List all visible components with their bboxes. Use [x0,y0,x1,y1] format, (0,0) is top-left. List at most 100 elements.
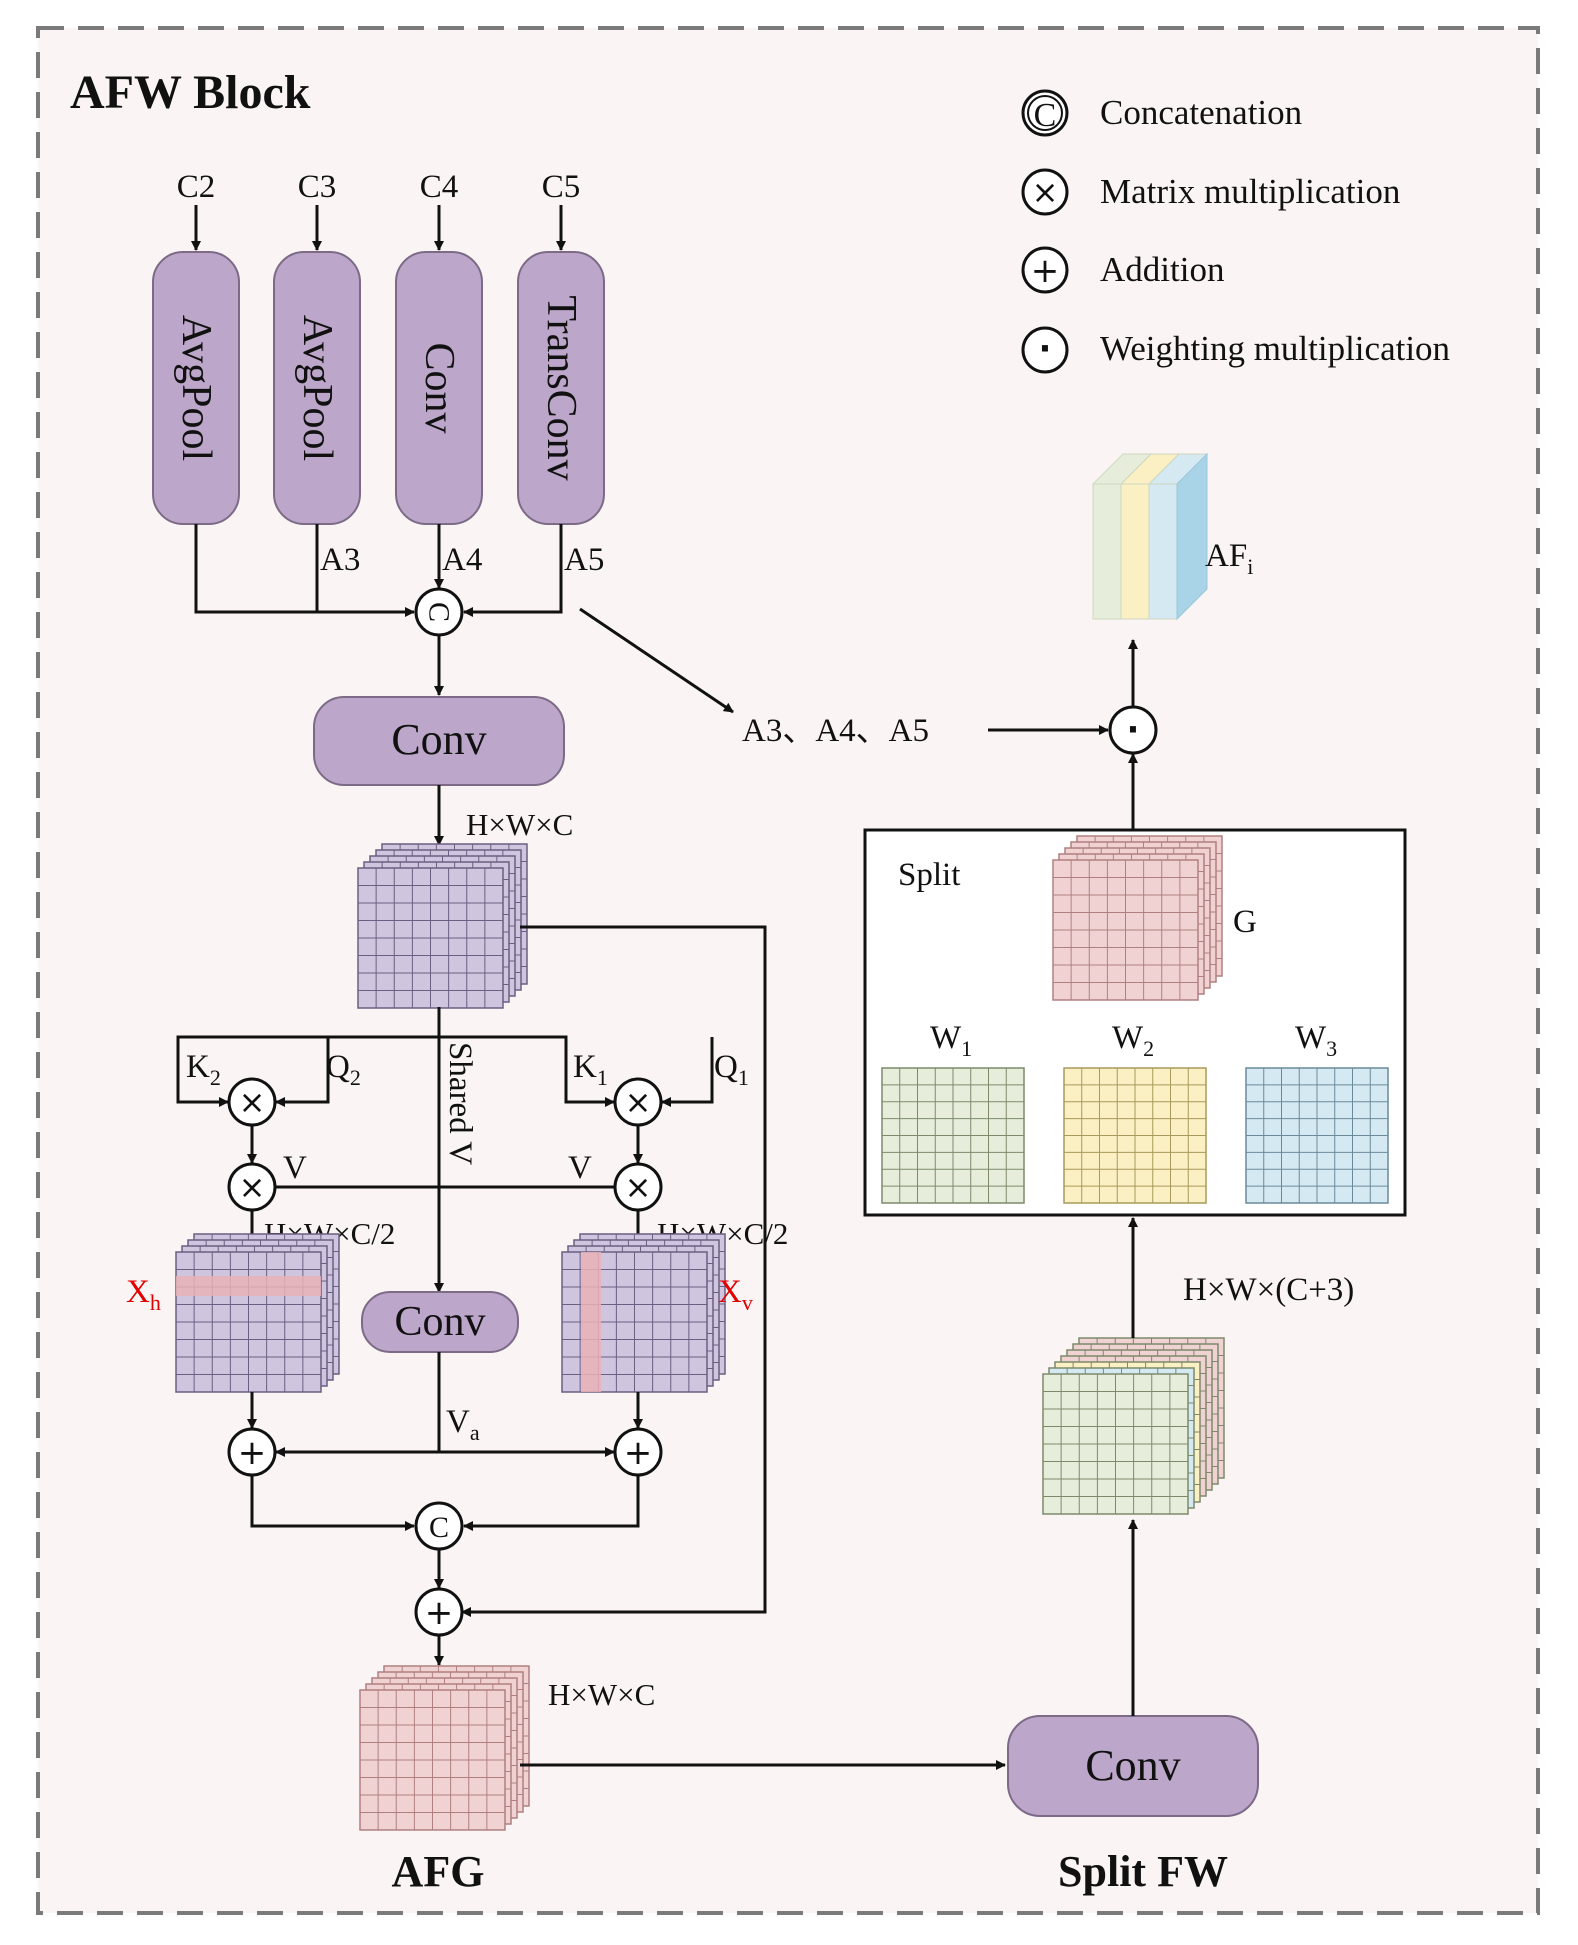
label-va: Va [446,1404,480,1445]
xv-highlight-col [581,1252,601,1392]
arrow [463,524,563,617]
label-v-left: V [283,1150,307,1186]
concat-symbol: C [423,602,456,622]
legend-label: Concatenation [1100,93,1302,132]
xh-highlight-row [176,1276,321,1296]
label-q1: Q1 [714,1049,749,1090]
concat-symbol: C [429,1511,449,1544]
w1-grid [881,1067,1025,1204]
legend-concatenation: C Concatenation [1021,89,1302,137]
slab-side [1176,452,1208,621]
arrow [463,1475,640,1531]
input-branches: C2 C3 C4 C5 AvgPool AvgPool Conv TransCo… [152,169,605,696]
diagram-title: AFW Block [70,66,311,119]
legend: C Concatenation × Matrix multiplication … [1021,89,1450,374]
arrow [250,1475,415,1531]
branch-output-a5: A5 [564,542,604,578]
branch-output-a4: A4 [442,542,482,578]
output-afi-icon [1091,452,1209,621]
mult-symbol: × [239,1168,266,1206]
legend-symbol: × [1032,173,1059,211]
matrix-multiplication-icon [1021,168,1069,216]
weight-symbol: · [1127,710,1140,750]
feature-layer [1042,1373,1189,1515]
section-label-afg: AFG [392,1847,485,1896]
split-title: Split [898,857,960,893]
label-w1: W1 [930,1020,972,1061]
arrow [439,1035,615,1107]
label-k1: K1 [573,1049,608,1090]
feature-map-g [1052,835,1223,1001]
slab-front [1120,483,1150,620]
legend-symbol: · [1039,329,1052,369]
dim-hwc: H×W×C [466,807,573,842]
legend-symbol: C [1034,97,1057,134]
label-w3: W3 [1295,1020,1337,1061]
w2-grid [1063,1067,1207,1204]
label-q2: Q2 [326,1049,361,1090]
dim-hwc3: H×W×(C+3) [1183,1272,1354,1308]
arrow [275,1037,330,1107]
legend-label: Weighting multiplication [1100,329,1450,368]
branch-label: Conv [416,342,462,433]
arrow [176,1035,439,1107]
label-w2: W2 [1112,1020,1154,1061]
label-v-right: V [568,1150,592,1186]
feature-layer [359,1689,506,1831]
legend-matrix-multiplication: × Matrix multiplication [1021,168,1400,216]
add-symbol: + [624,1433,653,1473]
input-c3: C3 [298,169,337,205]
addition-icon [1021,246,1069,294]
add-symbol: + [425,1593,454,1633]
label-g: G [1233,904,1257,940]
concatenation-icon-inner [1027,95,1063,131]
feature-layer [1052,859,1199,1001]
feature-map-xv [561,1233,726,1393]
weight-map-w3 [1245,1067,1389,1204]
arrow [579,607,734,714]
branch-output-a3: A3 [320,542,360,578]
feature-map-hwc [357,843,528,1009]
arrow [661,1037,714,1107]
branch-label: TransConv [538,295,584,480]
feature-map-hwc3 [1042,1337,1225,1515]
branch-label: AvgPool [173,315,219,461]
slab-front [1092,483,1122,620]
legend-label: Addition [1100,250,1224,289]
label-xv: Xv [718,1274,753,1315]
feature-layer [357,867,504,1009]
concatenation-icon [1021,89,1069,137]
section-label-split-fw: Split FW [1058,1847,1228,1896]
mult-symbol: × [625,1083,652,1121]
add-symbol: + [238,1433,267,1473]
slab-front [1148,483,1178,620]
label-afi: AFi [1205,538,1253,579]
input-c2: C2 [177,169,216,205]
conv-label: Conv [394,1299,485,1345]
feature-map-afg [359,1665,530,1831]
conv-label: Conv [391,715,486,764]
legend-label: Matrix multiplication [1100,172,1400,211]
feature-layer [175,1251,322,1393]
mult-symbol: × [625,1168,652,1206]
conv-label: Conv [1085,1741,1180,1790]
branch-label: AvgPool [294,315,340,461]
dim-hwc-afg: H×W×C [548,1677,655,1712]
legend-addition: + Addition [1021,246,1224,294]
w3-grid [1245,1067,1389,1204]
legend-weighting-multiplication: · Weighting multiplication [1021,326,1450,374]
arrow [461,925,767,1617]
weight-map-w2 [1063,1067,1207,1204]
input-c5: C5 [542,169,581,205]
input-c4: C4 [420,169,459,205]
label-k2: K2 [186,1049,221,1090]
weights-text: A3、A4、A5 [742,713,929,749]
weight-map-w1 [881,1067,1025,1204]
feature-map-xh [175,1233,340,1393]
arrow [194,524,415,617]
legend-symbol: + [1031,251,1060,291]
mult-symbol: × [239,1083,266,1121]
shared-v-label: Shared V [442,1042,478,1165]
label-xh: Xh [126,1274,161,1315]
